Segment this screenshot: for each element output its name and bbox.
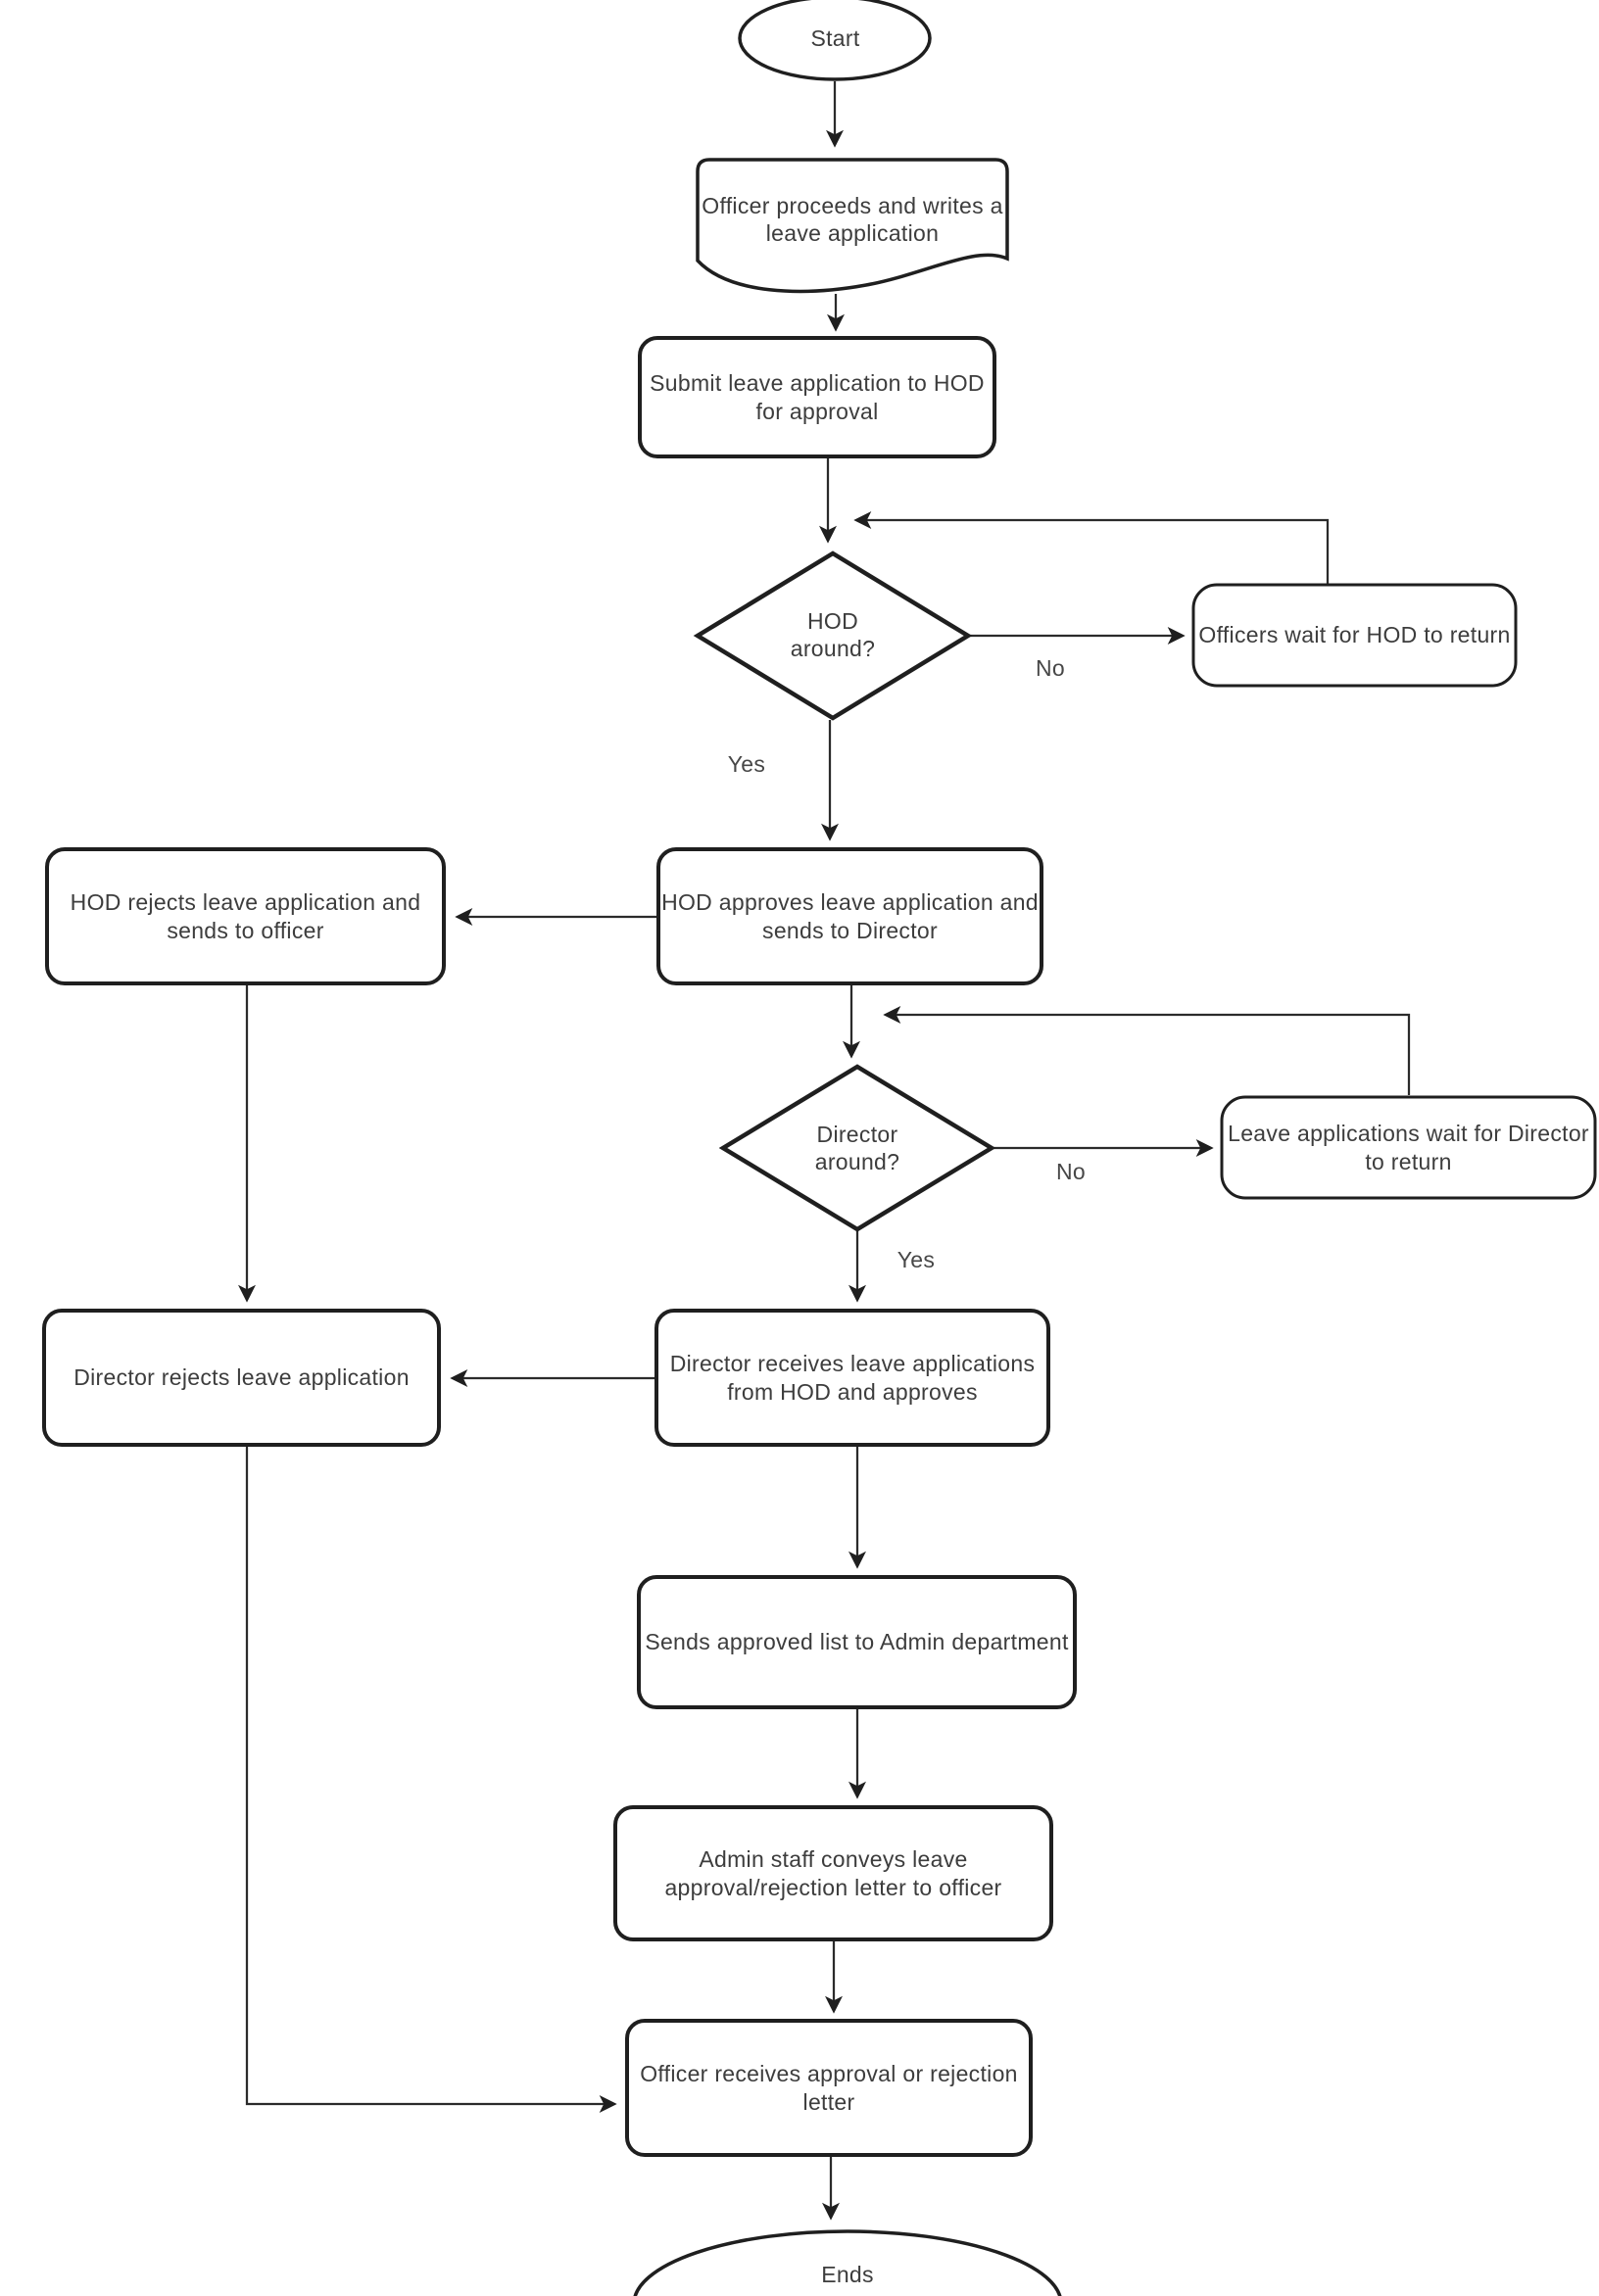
sends-approved-list-box bbox=[637, 1575, 1077, 1709]
submit-application-box bbox=[638, 336, 996, 458]
start-terminator-shape bbox=[738, 0, 932, 81]
admin-conveys-box bbox=[613, 1805, 1053, 1941]
hod-rejects-box bbox=[45, 847, 446, 985]
director-rejects-box bbox=[42, 1309, 441, 1447]
ends-terminator-shape bbox=[633, 2229, 1062, 2296]
hod-around-decision-diamond bbox=[693, 550, 973, 721]
applications-wait-box bbox=[1220, 1095, 1597, 1200]
document-shape bbox=[696, 158, 1009, 294]
hod-approves-box bbox=[656, 847, 1043, 985]
director-receives-box bbox=[654, 1309, 1050, 1447]
connector-director-rejects-to-officer-receives bbox=[245, 1447, 617, 2113]
officers-wait-box bbox=[1191, 583, 1518, 688]
connector-officers-wait-loopback bbox=[853, 511, 1330, 584]
connector-applications-wait-loopback bbox=[883, 1006, 1411, 1095]
officer-receives-box bbox=[625, 2019, 1033, 2157]
director-around-decision-diamond bbox=[718, 1064, 996, 1232]
